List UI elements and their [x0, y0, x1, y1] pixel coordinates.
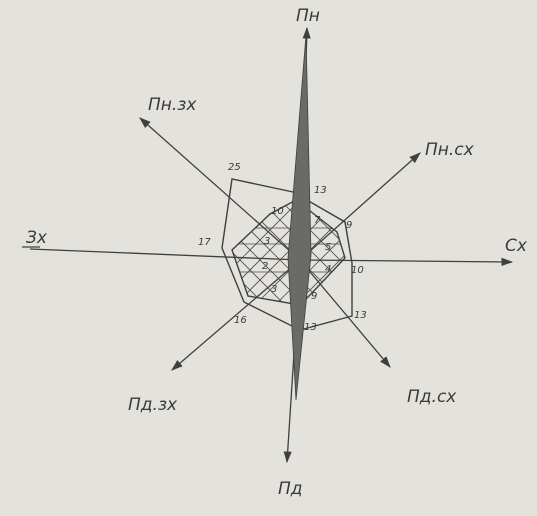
inner-value-west: 3	[264, 236, 270, 247]
inner-value-northwest: 10	[271, 206, 284, 217]
inner-value-northeast: 5	[325, 242, 331, 253]
outer-polygon	[221, 178, 353, 331]
outer-value-southeast: 13	[354, 310, 367, 321]
axis-east	[299, 257, 514, 266]
outer-value-northwest: 25	[228, 162, 241, 173]
axis-west	[29, 248, 301, 261]
inner-values: 7 5 4 9 3 2 3 10	[262, 206, 331, 302]
inner-value-southwest: 2	[262, 261, 268, 272]
north-south-spike	[287, 34, 312, 401]
inner-value-east: 4	[325, 264, 331, 275]
label-southwest: Пд.зх	[128, 395, 178, 415]
outer-value-south: 13	[304, 322, 317, 333]
outer-value-west: 17	[198, 237, 211, 248]
outer-value-north: 13	[314, 185, 327, 196]
label-northwest: Пн.зх	[148, 95, 197, 115]
axis-southeast	[299, 259, 391, 368]
inner-value-south: 3	[271, 284, 277, 295]
inner-value-southeast: 9	[311, 291, 317, 302]
label-southeast: Пд.сх	[407, 387, 457, 407]
outer-value-east: 10	[351, 265, 364, 276]
label-north: Пн	[296, 6, 320, 26]
inner-value-north: 7	[314, 215, 321, 226]
axis-northwest	[139, 117, 301, 261]
axis-northeast	[299, 152, 421, 261]
outer-value-northeast: 9	[346, 220, 352, 231]
outer-values: 13 9 10 13 13 16 17 25	[198, 162, 367, 333]
label-west: Зх	[26, 228, 48, 248]
direction-labels: Пн Пн.сх Сх Пд.сх Пд Пд.зх Зх Пн.зх	[26, 6, 528, 499]
outer-value-southwest: 16	[234, 315, 247, 326]
label-east: Сх	[505, 236, 528, 256]
label-northeast: Пн.сх	[425, 140, 475, 160]
label-south: Пд	[278, 479, 303, 499]
